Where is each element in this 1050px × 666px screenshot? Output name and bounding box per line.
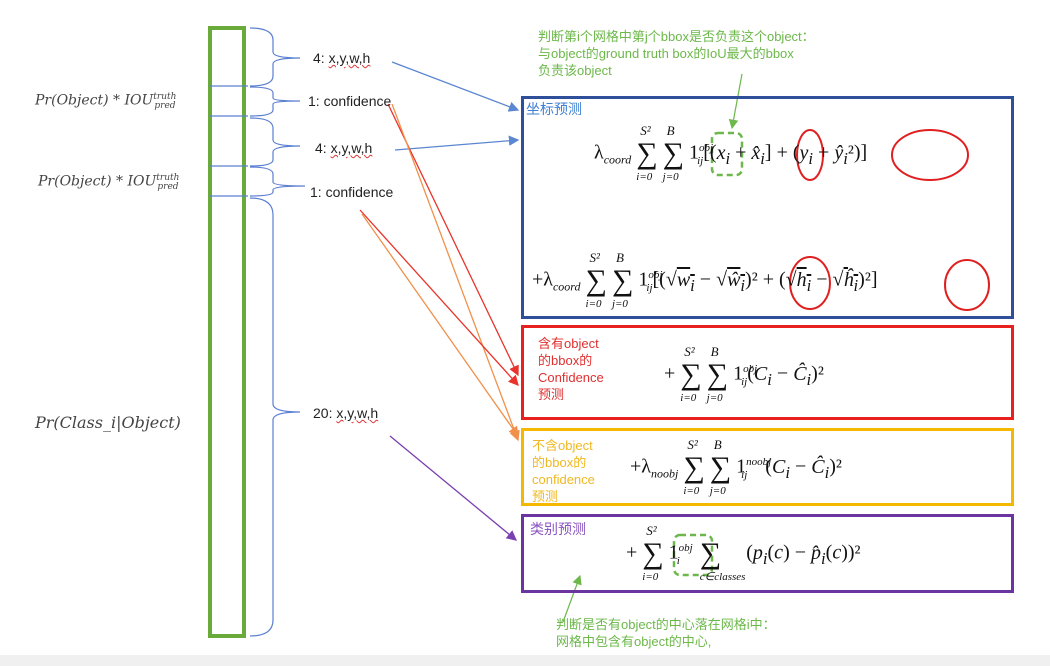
vector-label-box1: 4: x,y,w,h	[313, 50, 371, 66]
vector-label-conf1: 1: confidence	[308, 93, 392, 109]
annotation-line: 与object的ground truth box的IoU最大的bbox	[538, 46, 794, 61]
arrow-conf2-obj	[359, 209, 519, 386]
highlight-circle	[944, 259, 990, 311]
annotation-line: 判断是否有object的中心落在网格i中：	[556, 617, 776, 632]
annotation-bottom: 判断是否有object的中心落在网格i中： 网格中包含有object的中心,	[556, 616, 776, 650]
brace	[249, 197, 301, 637]
annotation-line: 网格中包含有object的中心,	[556, 634, 712, 649]
brace	[249, 27, 301, 87]
arrow-conf1-noobj	[391, 103, 520, 442]
arrow-coord-2	[394, 135, 520, 151]
brace	[249, 166, 306, 197]
highlight-obj-indicator	[710, 131, 744, 177]
highlight-circle	[789, 256, 831, 310]
highlight-circle	[796, 129, 824, 181]
annotation-line: 判断第i个网格中第j个bbox是否负责这个object：	[538, 29, 815, 44]
annotation-line: 负责该object	[538, 63, 612, 78]
arrow-coord-1	[391, 61, 520, 112]
coord-box-label: 坐标预测	[526, 101, 582, 117]
arrow-class	[389, 435, 518, 541]
annotation-pointer-bottom	[562, 574, 582, 623]
highlight-circle	[891, 129, 969, 181]
bottom-band	[0, 655, 1050, 666]
brace	[249, 117, 301, 167]
vector-label-conf2: 1: confidence	[310, 184, 394, 200]
vector-label-classes: 20: x,y,w,h	[313, 405, 379, 421]
output-vector	[208, 26, 246, 638]
arrow-conf2-noobj	[361, 213, 519, 438]
class-box-label: 类别预测	[530, 521, 586, 537]
conf-formula-left-1: Pr(Object) * IOUtruthpred	[35, 92, 177, 112]
highlight-obj-indicator-class	[672, 533, 714, 577]
conf-formula-left-2: Pr(Object) * IOUtruthpred	[38, 173, 180, 193]
brace	[249, 86, 301, 117]
class-formula-left: Pr(Class_i|Object)	[35, 413, 181, 432]
arrow-conf1-obj	[387, 103, 519, 377]
vector-label-box2: 4: x,y,w,h	[315, 140, 373, 156]
annotation-pointer-top	[728, 73, 743, 130]
annotation-top: 判断第i个网格中第j个bbox是否负责这个object： 与object的gro…	[538, 28, 815, 79]
